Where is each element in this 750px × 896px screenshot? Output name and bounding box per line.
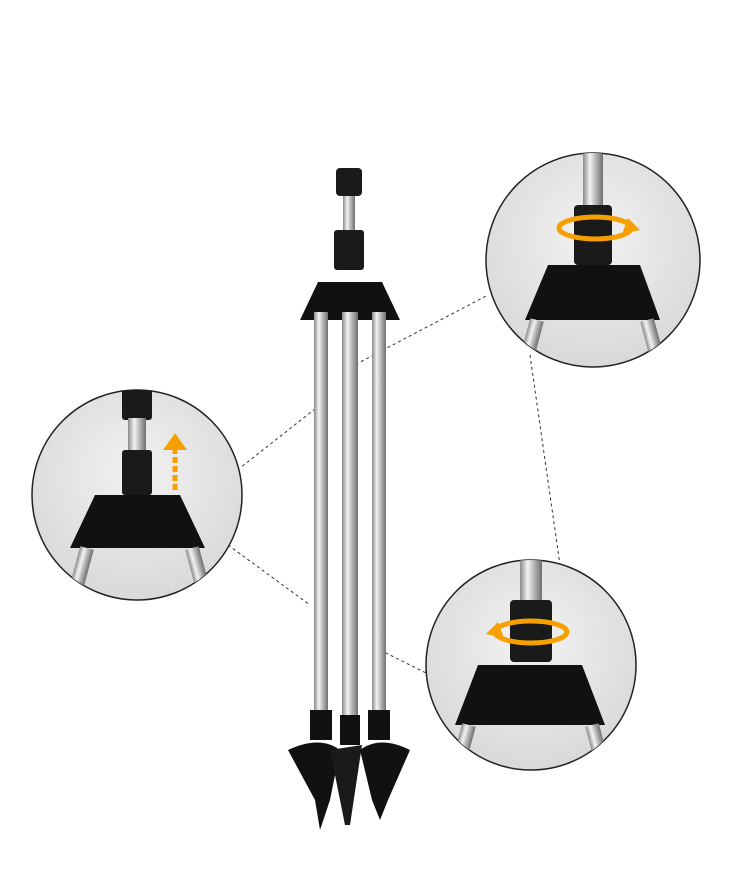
rotate-arrow-icon bbox=[556, 214, 640, 242]
rotate-arrow-icon bbox=[486, 618, 570, 646]
detail-rotate-top bbox=[485, 152, 701, 368]
detail-rotate-bottom bbox=[425, 559, 637, 771]
detail-extend bbox=[31, 389, 243, 601]
tripod bbox=[288, 168, 410, 830]
connector-lines bbox=[227, 294, 561, 676]
arrow-up-icon bbox=[163, 433, 187, 490]
